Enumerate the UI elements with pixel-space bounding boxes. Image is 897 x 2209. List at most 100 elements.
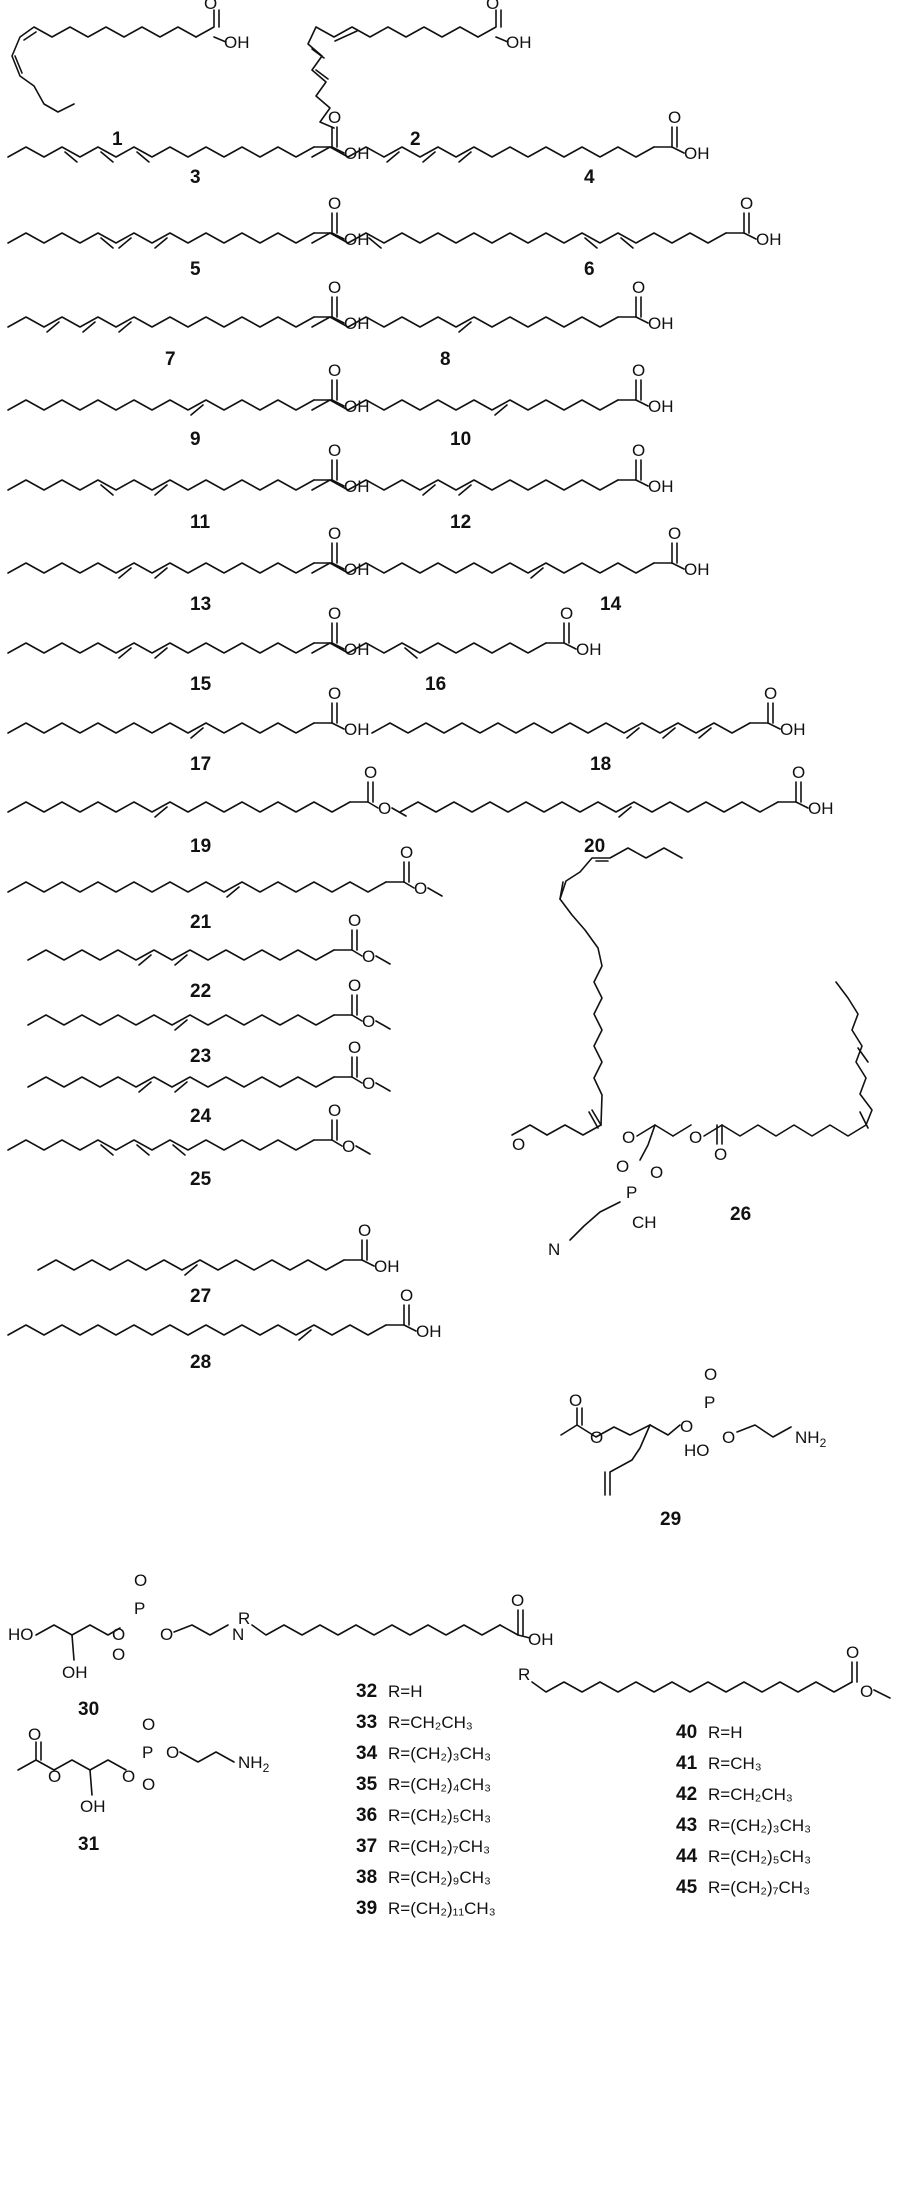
series-label-45: 45 [676,1877,698,1898]
series-label-36: 36 [356,1805,377,1826]
series-label-40: 40 [676,1722,697,1743]
ammonium-n: N [232,1625,244,1644]
hydroxyl-oh: OH [684,560,710,579]
carbonyl-o: O [569,1391,582,1410]
series-acid-structure: R O OH [238,1591,554,1649]
carbonyl-o: O [632,361,645,380]
hydroxyl-oh: OH [576,640,602,659]
compound-label-26: 26 [730,1204,751,1225]
carbonyl-o: O [328,108,341,127]
compound-16-structure: O OH 16 [311,604,602,695]
phosphate-o: O [134,1571,147,1590]
compound-label-29: 29 [660,1509,681,1530]
compound-label-18: 18 [590,754,611,775]
series-label-44: 44 [676,1846,698,1867]
phosphate-o: O [722,1428,735,1447]
carbonyl-o: O [486,0,499,13]
series-r-value-43: R=(CH₂)₃CH₃ [708,1816,811,1835]
carbonyl-o: O [364,763,377,782]
series-r-value-36: R=(CH₂)₅CH₃ [388,1806,491,1825]
carbonyl-o: O [846,1643,859,1662]
series-r-value-45: R=(CH₂)₇CH₃ [708,1878,810,1897]
phosphate-o-minus: O [142,1715,155,1734]
carbonyl-o: O [400,1286,413,1305]
phosphorus-p: P [704,1393,715,1412]
series-label-41: 41 [676,1753,698,1774]
hydroxyl-ho: HO [8,1625,34,1644]
ester-o: O [689,1128,702,1147]
hydroxyl-oh: OH [374,1257,400,1276]
series-label-39: 39 [356,1898,377,1919]
carbonyl-o: O [348,976,361,995]
compound-label-6: 6 [584,259,595,280]
carbonyl-o: O [668,524,681,543]
ammonium-n: N [548,1240,560,1259]
carbonyl-o: O [328,194,341,213]
compound-label-14: 14 [600,594,622,615]
compound-29-structure: O O O P O HO O NH2 29 [560,1365,827,1530]
hydroxyl-oh: OH [224,33,250,52]
compound-label-5: 5 [190,259,201,280]
compound-label-13: 13 [190,594,211,615]
hydroxyl-oh: OH [62,1663,88,1682]
phosphate-ch2: CH [632,1213,657,1232]
phosphate-o: O [142,1775,155,1794]
carbonyl-o: O [328,361,341,380]
phosphorus-p: P [134,1599,145,1618]
compound-label-24: 24 [190,1106,212,1127]
phosphate-o: O [122,1767,135,1786]
carbonyl-o: O [740,194,753,213]
series-label-34: 34 [356,1743,378,1764]
series-r-value-32: R=H [388,1682,422,1701]
hydroxyl-oh: OH [528,1630,554,1649]
ester-o: O [342,1137,355,1156]
hydroxyl-oh: OH [416,1322,442,1341]
compound-label-16: 16 [425,674,446,695]
series-r-value-38: R=(CH₂)₉CH₃ [388,1868,491,1887]
compound-label-9: 9 [190,429,201,450]
series-label-42: 42 [676,1784,697,1805]
carbonyl-o: O [28,1725,41,1744]
phosphate-oh: HO [684,1441,710,1460]
compound-label-12: 12 [450,512,471,533]
ester-o: O [622,1128,635,1147]
hydroxyl-oh: OH [648,397,674,416]
ester-o: O [362,1074,375,1093]
carbonyl-o: O [328,684,341,703]
compound-label-31: 31 [78,1834,100,1855]
compound-label-20: 20 [584,836,605,857]
compound-label-25: 25 [190,1169,212,1190]
carbonyl-o: O [328,604,341,623]
compound-31-structure: O O OH O P O O O NH2 31 [17,1715,270,1855]
series-label-38: 38 [356,1867,377,1888]
series-ester-structure: R O O [518,1643,891,1701]
hydroxyl-oh: OH [506,33,532,52]
ester-o: O [680,1417,693,1436]
series-r-value-44: R=(CH₂)₅CH₃ [708,1847,811,1866]
hydroxyl-oh: OH [780,720,806,739]
carbonyl-o: O [714,1145,727,1164]
linear-chain-structures: OOH3OOH4OOH5OOH6OOH7OOH8OOH9OOH10OOH11OO… [7,108,834,1373]
carbonyl-o: O [204,0,217,13]
carbonyl-o: O [400,843,413,862]
hydroxyl-oh: OH [684,144,710,163]
series-r-value-33: R=CH₂CH₃ [388,1713,473,1732]
ester-o: O [378,799,391,818]
phosphate-o-minus: O [112,1645,125,1664]
series-r-value-34: R=(CH₂)₃CH₃ [388,1744,491,1763]
